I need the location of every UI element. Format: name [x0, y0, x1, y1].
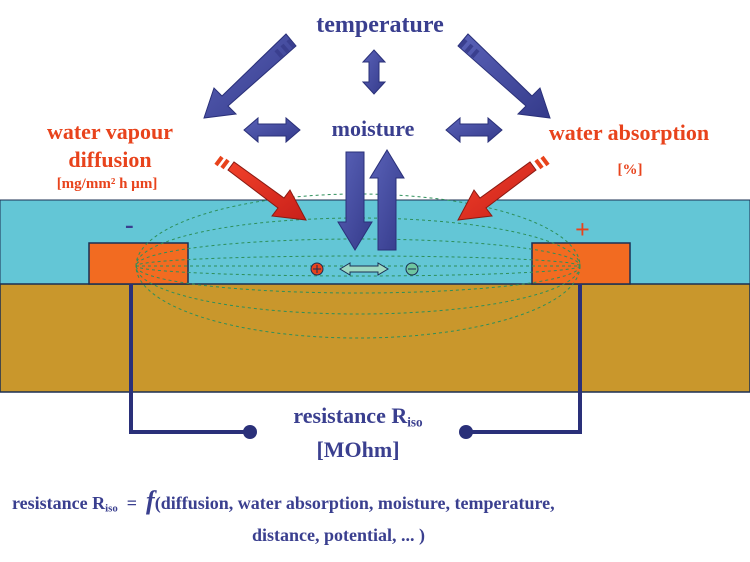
- label-diffusion-unit: [mg/mm² h µm]: [56, 176, 158, 192]
- formula-function: f: [146, 486, 155, 515]
- arrow-temperature-to-absorption: [457, 33, 551, 119]
- arrow-moisture-down: [337, 151, 373, 251]
- positive-ion: [310, 262, 324, 276]
- motion-dashes-left: [274, 38, 296, 59]
- circuit-wire-right: [470, 284, 582, 434]
- arrow-temperature-to-diffusion: [203, 33, 297, 119]
- red-arrow-right: [457, 155, 550, 221]
- circuit-wire-left: [129, 284, 247, 434]
- formula-lhs: resistance R: [12, 493, 106, 513]
- label-absorption-unit: [%]: [617, 162, 643, 178]
- label-water-vapour-diffusion: water vapour diffusion: [46, 119, 174, 172]
- negative-ion: [405, 262, 419, 276]
- formula: resistance Riso = f(diffusion, water abs…: [12, 488, 555, 548]
- terminal-left: [243, 425, 257, 439]
- label-temperature: temperature: [316, 12, 444, 38]
- arrow-moisture-absorption: [445, 116, 503, 144]
- red-arrow-left: [214, 155, 307, 221]
- label-resistance: resistance Riso [MOhm]: [293, 403, 423, 463]
- electrode-right: [531, 242, 631, 285]
- label-plus: +: [575, 215, 590, 244]
- formula-args-line2: distance, potential, ... ): [252, 524, 425, 545]
- formula-args-line1: (diffusion, water absorption, moisture, …: [154, 493, 555, 513]
- arrow-temperature-moisture: [361, 49, 387, 95]
- motion-dashes-right: [458, 38, 480, 59]
- terminal-right: [459, 425, 473, 439]
- label-moisture: moisture: [331, 116, 415, 141]
- label-water-absorption: water absorption: [548, 120, 710, 145]
- arrow-moisture-up: [369, 149, 405, 251]
- arrow-moisture-diffusion: [243, 116, 301, 144]
- formula-equals: =: [126, 493, 138, 513]
- formula-lhs-sub: iso: [105, 502, 118, 515]
- label-minus: -: [125, 210, 134, 239]
- ion-migration-arrow: [339, 262, 389, 276]
- label-resistance-unit: [MOhm]: [316, 437, 400, 463]
